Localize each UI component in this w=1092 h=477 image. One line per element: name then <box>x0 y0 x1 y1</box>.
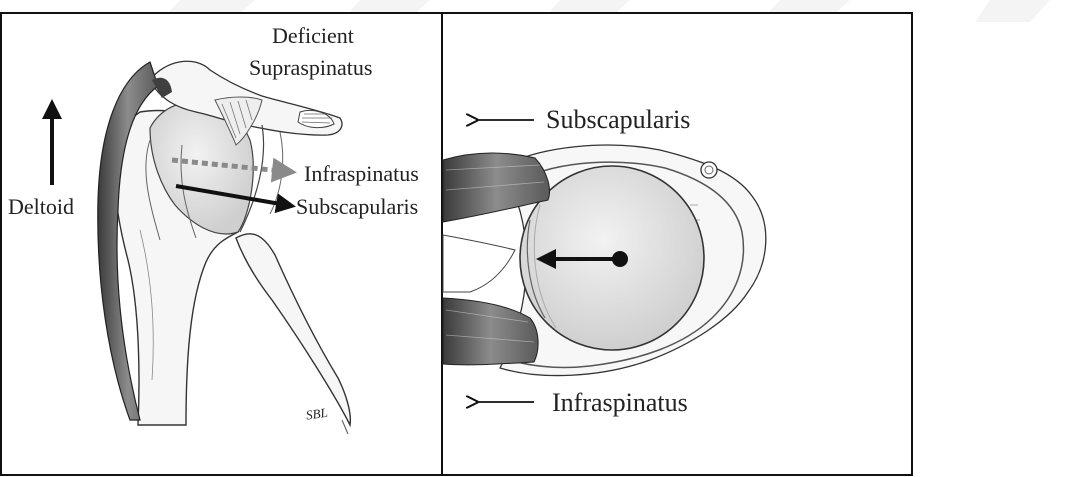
supraspinatus-label: Supraspinatus <box>249 55 372 80</box>
translation-arrow-origin <box>612 251 628 267</box>
deltoid-label: Deltoid <box>8 194 74 219</box>
infraspinatus-label-left: Infraspinatus <box>304 161 419 186</box>
infraspinatus-label-right: Infraspinatus <box>552 388 688 417</box>
subscapularis-label-left: Subscapularis <box>296 194 418 219</box>
deficient-label: Deficient <box>272 23 354 48</box>
subscapularis-label-right: Subscapularis <box>546 105 690 134</box>
artist-signature: SBL <box>305 405 329 423</box>
